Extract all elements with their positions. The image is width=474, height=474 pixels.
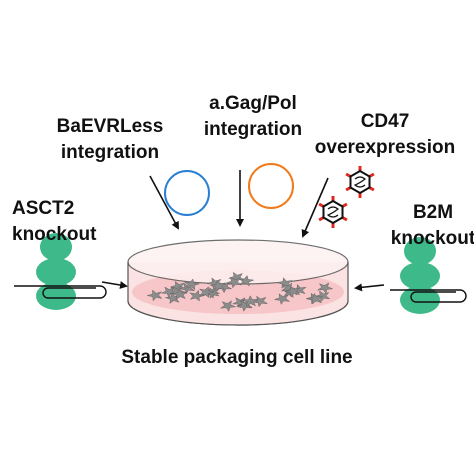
- cell-icon: [237, 274, 254, 287]
- petri-dish-icon: [127, 239, 349, 326]
- label-baevrless-line2: integration: [60, 142, 160, 163]
- cell-icon: [198, 286, 215, 298]
- cell-icon: [183, 278, 200, 291]
- cell-icon: [285, 285, 301, 298]
- arrow-cd47: [301, 177, 329, 238]
- cell-icon: [188, 289, 205, 302]
- cell-icon: [274, 293, 291, 305]
- label-cd47: CD47 overexpression: [300, 109, 470, 161]
- transmembrane-receptor-icon: [14, 233, 107, 310]
- label-cd47-line2: overexpression: [314, 137, 456, 158]
- label-baevrless: BaEVRLess integration: [30, 114, 190, 166]
- plasmid-ring-icon: [164, 170, 210, 216]
- plasmid-ring-icon: [248, 163, 294, 209]
- cell-icon: [242, 295, 259, 307]
- cell-cluster: [147, 271, 333, 312]
- cell-icon: [172, 288, 189, 300]
- label-gag-pol-line1: a.Gag/Pol: [209, 93, 297, 114]
- arrow-b2m: [354, 283, 385, 292]
- cell-icon: [316, 282, 333, 294]
- label-b2m-line1: B2M: [412, 202, 454, 223]
- arrow-baevrless: [149, 175, 179, 230]
- label-baevrless-line1: BaEVRLess: [56, 116, 164, 137]
- cell-icon: [226, 276, 243, 289]
- caption: Stable packaging cell line: [121, 347, 353, 368]
- cell-icon: [147, 289, 163, 302]
- cell-icon: [219, 300, 236, 312]
- label-asct2-line1: ASCT2: [12, 198, 75, 219]
- cell-icon: [307, 292, 324, 305]
- label-cd47-line1: CD47: [360, 111, 410, 132]
- label-b2m-line2: knockout: [390, 228, 474, 249]
- arrows: [101, 170, 385, 292]
- cell-icon: [252, 295, 269, 308]
- virus-particle-icon: [345, 166, 375, 198]
- cell-icon: [204, 287, 220, 299]
- label-gag-pol-line2: integration: [203, 119, 303, 140]
- label-b2m: B2M knockout: [388, 200, 474, 252]
- label-gag-pol: a.Gag/Pol integration: [178, 91, 328, 143]
- transmembrane-receptor-icon: [390, 237, 467, 314]
- label-asct2-line2: knockout: [12, 224, 97, 245]
- label-asct2: ASCT2 knockout: [2, 196, 122, 248]
- virus-particle-icon: [318, 196, 348, 228]
- cell-icon: [207, 277, 223, 290]
- cell-icon: [165, 292, 182, 304]
- arrow-asct2: [101, 281, 128, 289]
